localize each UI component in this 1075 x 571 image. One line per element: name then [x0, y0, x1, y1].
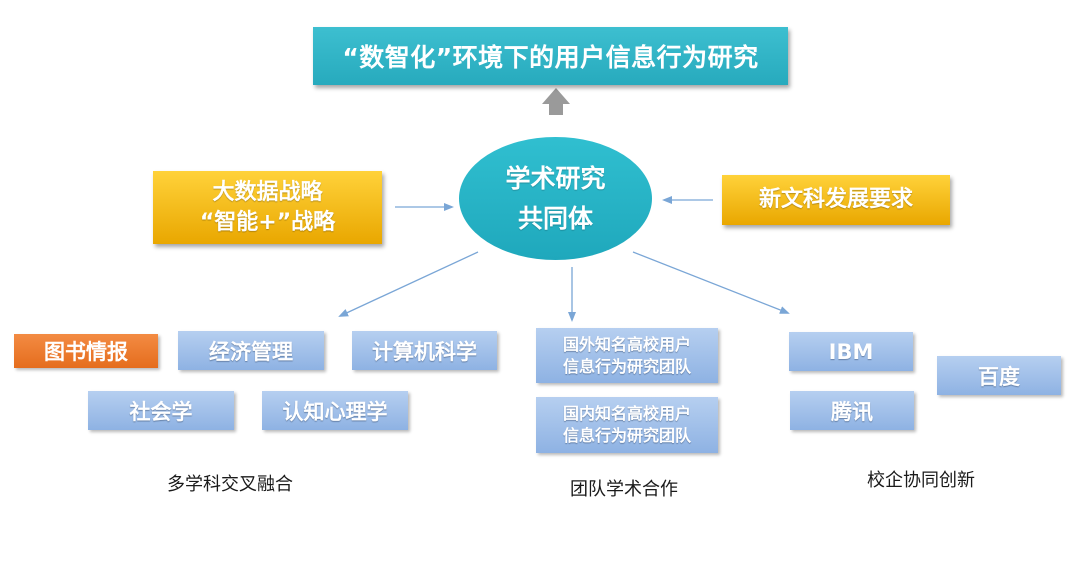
up-arrow — [542, 88, 570, 115]
company-baidu: 百度 — [937, 356, 1061, 395]
discipline-computer-science: 计算机科学 — [352, 331, 497, 370]
right-driver-text: 新文科发展要求 — [758, 187, 913, 212]
discipline-sociology: 社会学 — [88, 391, 234, 430]
left-driver-box: 大数据战略 “智能+”战略 — [153, 171, 382, 244]
left-driver-line-1: 大数据战略 — [212, 179, 323, 205]
team-domestic-line-1: 国内知名高校用户 — [562, 404, 691, 423]
team-foreign-line-2: 信息行为研究团队 — [562, 356, 691, 376]
team-domestic: 国内知名高校用户 信息行为研究团队 — [536, 397, 718, 453]
hub-ellipse: 学术研究 共同体 — [459, 137, 652, 260]
right-driver-box: 新文科发展要求 — [722, 175, 950, 225]
companies-caption: 校企协同创新 — [867, 470, 975, 491]
teams-caption: 团队学术合作 — [570, 479, 678, 500]
hub-line-2: 共同体 — [517, 203, 593, 233]
hub-line-1: 学术研究 — [505, 163, 606, 193]
company-tencent: 腾讯 — [790, 391, 914, 430]
team-domestic-line-2: 信息行为研究团队 — [562, 426, 691, 445]
company-tencent-label: 腾讯 — [831, 399, 873, 424]
team-foreign: 国外知名高校用户 信息行为研究团队 — [536, 328, 718, 383]
disciplines-caption: 多学科交叉融合 — [167, 474, 293, 495]
arrow-hub-to-companies — [632, 251, 790, 314]
team-foreign-line-1: 国外知名高校用户 — [562, 334, 691, 354]
discipline-computer-science-label: 计算机科学 — [372, 339, 477, 364]
discipline-economics-label: 经济管理 — [209, 339, 293, 364]
company-ibm: IBM — [789, 332, 913, 371]
company-baidu-label: 百度 — [978, 364, 1020, 389]
title-box: “数智化”环境下的用户信息行为研究 — [313, 27, 788, 85]
left-driver-line-2: “智能+”战略 — [199, 209, 336, 235]
discipline-library-label: 图书情报 — [44, 340, 128, 364]
discipline-cognitive-psychology-label: 认知心理学 — [282, 399, 388, 424]
discipline-economics: 经济管理 — [178, 331, 324, 370]
arrow-hub-to-disciplines — [338, 251, 479, 317]
discipline-library: 图书情报 — [14, 334, 158, 368]
discipline-cognitive-psychology: 认知心理学 — [262, 391, 408, 430]
title-text: “数智化”环境下的用户信息行为研究 — [342, 43, 759, 72]
discipline-sociology-label: 社会学 — [129, 399, 193, 424]
company-ibm-label: IBM — [828, 339, 874, 364]
